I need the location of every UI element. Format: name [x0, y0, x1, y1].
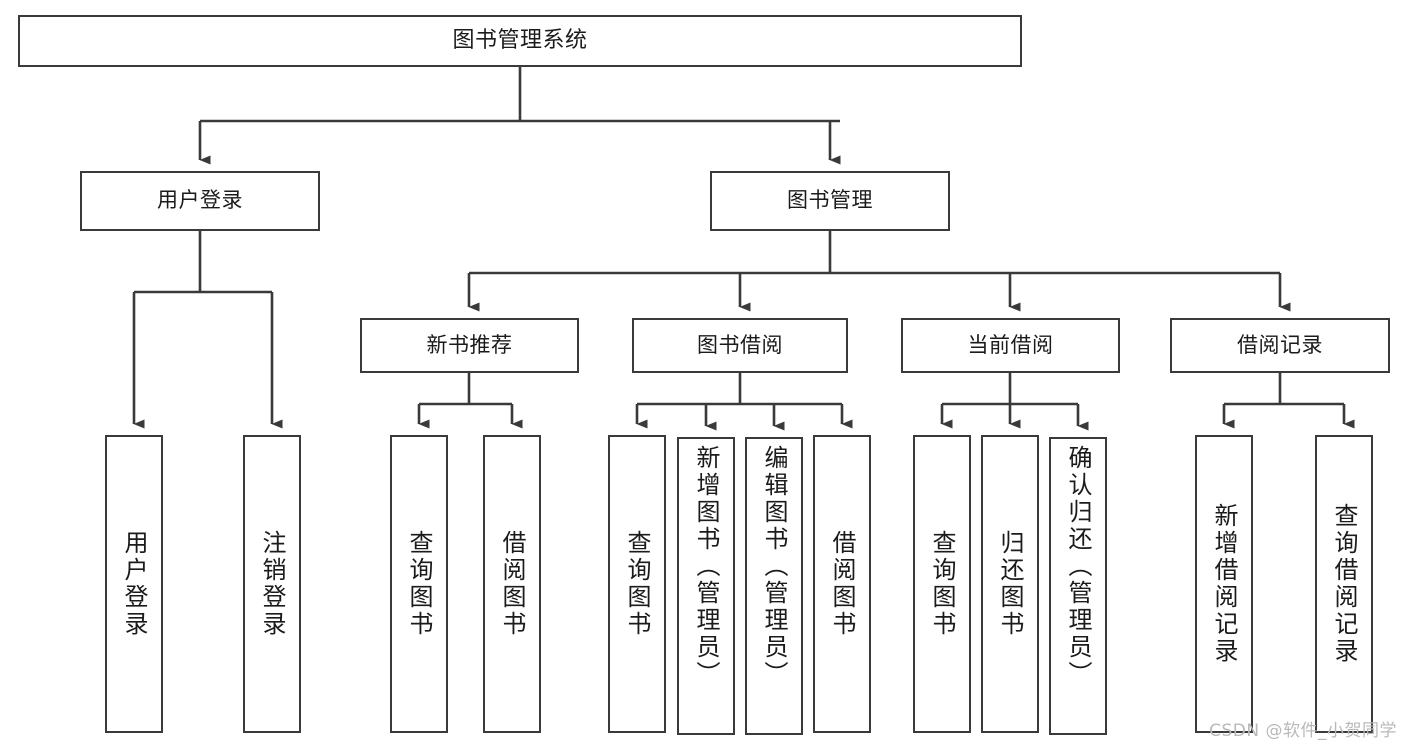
node-new-book-recommend-label: 新书推荐	[426, 332, 513, 357]
leaf-borrow-book-nbr-label: 借阅图书	[498, 530, 526, 638]
leaf-add-borrow-record[interactable]: 新增借阅记录	[1195, 435, 1253, 733]
node-current-borrow-label: 当前借阅	[967, 332, 1054, 357]
leaf-query-book-bb[interactable]: 查询图书	[608, 435, 666, 733]
node-current-borrow[interactable]: 当前借阅	[901, 318, 1120, 373]
node-book-management[interactable]: 图书管理	[710, 171, 950, 231]
leaf-user-login-label: 用户登录	[120, 530, 148, 638]
leaf-query-borrow-record-label: 查询借阅记录	[1330, 503, 1358, 665]
leaf-borrow-book-bb-label: 借阅图书	[828, 530, 856, 638]
node-borrow-record-label: 借阅记录	[1237, 332, 1323, 357]
node-root-label: 图书管理系统	[452, 27, 588, 53]
leaf-query-book-nbr[interactable]: 查询图书	[390, 435, 448, 733]
leaf-query-borrow-record[interactable]: 查询借阅记录	[1315, 435, 1373, 733]
leaf-add-book-admin-label: 新增图书（管理员）	[692, 445, 720, 688]
leaf-logout[interactable]: 注销登录	[243, 435, 301, 733]
leaf-logout-label: 注销登录	[258, 530, 286, 638]
leaf-borrow-book-bb[interactable]: 借阅图书	[813, 435, 871, 733]
node-book-borrow[interactable]: 图书借阅	[632, 318, 848, 373]
leaf-add-borrow-record-label: 新增借阅记录	[1210, 503, 1238, 665]
leaf-return-book-label: 归还图书	[996, 530, 1024, 638]
leaf-add-book-admin[interactable]: 新增图书（管理员）	[677, 437, 735, 735]
leaf-confirm-return-admin[interactable]: 确认归还（管理员）	[1049, 437, 1107, 735]
node-new-book-recommend[interactable]: 新书推荐	[360, 318, 579, 373]
leaf-query-book-nbr-label: 查询图书	[405, 530, 433, 638]
node-user-login-label: 用户登录	[157, 188, 243, 213]
csdn-watermark: CSDN @软件_小贺同学	[1209, 721, 1397, 741]
leaf-edit-book-admin[interactable]: 编辑图书（管理员）	[745, 437, 803, 735]
node-book-management-label: 图书管理	[787, 188, 873, 213]
leaf-query-book-bb-label: 查询图书	[623, 530, 651, 638]
node-root[interactable]: 图书管理系统	[18, 15, 1022, 67]
leaf-query-book-cb-label: 查询图书	[928, 530, 956, 638]
leaf-user-login[interactable]: 用户登录	[105, 435, 163, 733]
node-borrow-record[interactable]: 借阅记录	[1170, 318, 1390, 373]
leaf-return-book[interactable]: 归还图书	[981, 435, 1039, 733]
leaf-query-book-cb[interactable]: 查询图书	[913, 435, 971, 733]
leaf-borrow-book-nbr[interactable]: 借阅图书	[483, 435, 541, 733]
leaf-confirm-return-admin-label: 确认归还（管理员）	[1064, 445, 1092, 688]
node-user-login[interactable]: 用户登录	[80, 171, 320, 231]
node-book-borrow-label: 图书借阅	[697, 332, 783, 357]
leaf-edit-book-admin-label: 编辑图书（管理员）	[760, 445, 788, 688]
